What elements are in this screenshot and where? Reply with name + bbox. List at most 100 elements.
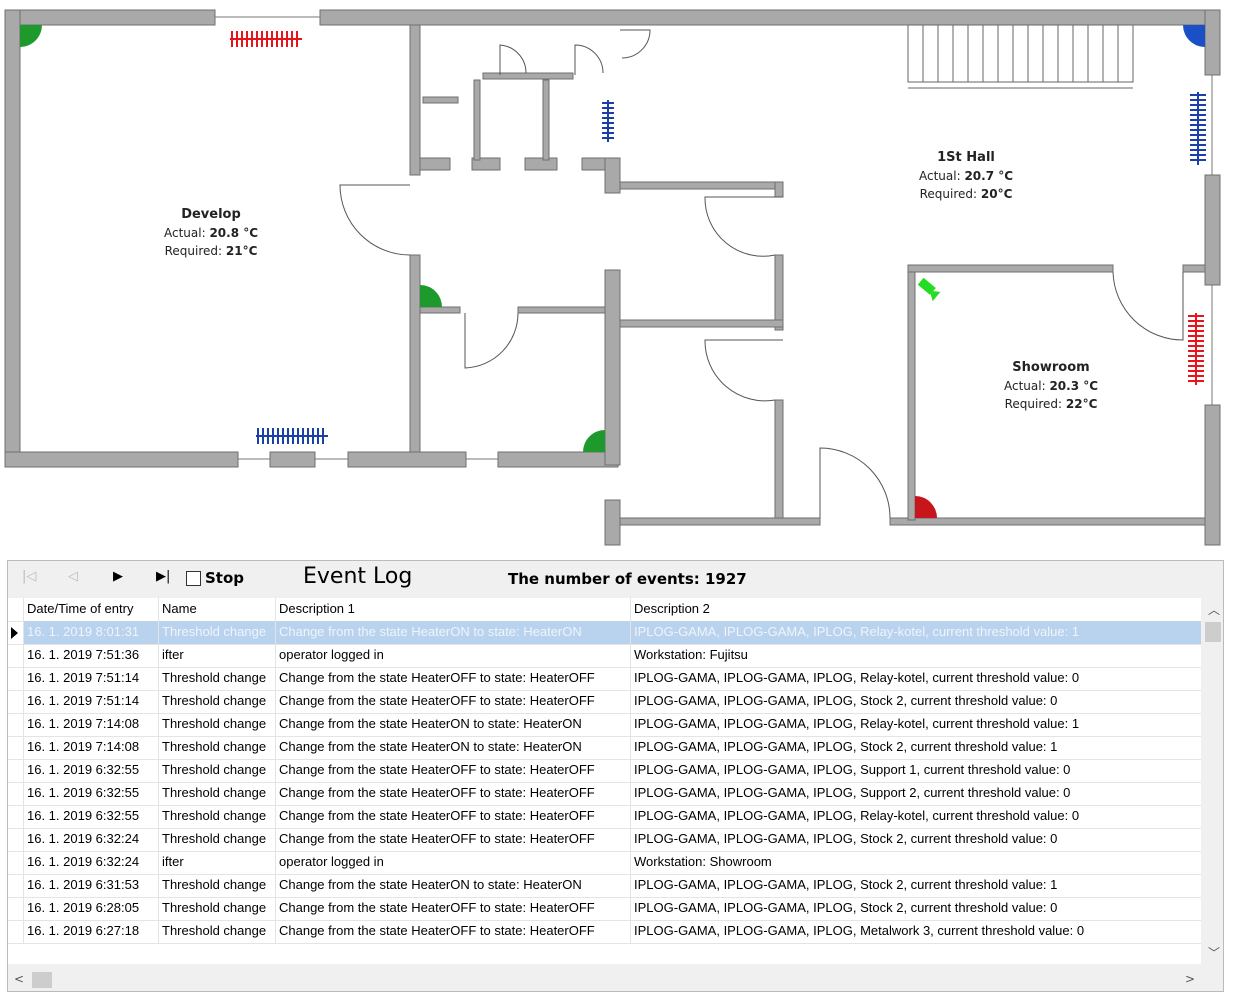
scroll-down-icon[interactable]: ﹀	[1208, 946, 1221, 960]
table-cell: IPLOG-GAMA, IPLOG-GAMA, IPLOG, Stock 2, …	[630, 690, 1201, 713]
table-cell: IPLOG-GAMA, IPLOG-GAMA, IPLOG, Support 2…	[630, 782, 1201, 805]
actual-label: Actual:	[1003, 379, 1046, 393]
camera-icon[interactable]	[916, 277, 941, 302]
scroll-right-icon[interactable]: >	[1184, 972, 1195, 986]
previous-icon[interactable]: ◁	[68, 569, 78, 584]
table-cell: IPLOG-GAMA, IPLOG-GAMA, IPLOG, Stock 2, …	[630, 736, 1201, 759]
heater-develop-bottom-icon[interactable]	[256, 428, 328, 444]
table-cell: Workstation: Fujitsu	[630, 644, 1201, 667]
table-cell: IPLOG-GAMA, IPLOG-GAMA, IPLOG, Relay-kot…	[630, 713, 1201, 736]
heater-develop-top-icon[interactable]	[230, 31, 302, 47]
table-cell: operator logged in	[275, 644, 631, 667]
table-cell: Change from the state HeaterOFF to state…	[275, 667, 631, 690]
floor-plan	[4, 9, 1221, 546]
table-cell: Change from the state HeaterOFF to state…	[275, 920, 631, 943]
table-cell: IPLOG-GAMA, IPLOG-GAMA, IPLOG, Metalwork…	[630, 920, 1201, 943]
table-cell: Threshold change	[158, 690, 276, 713]
required-temp: 20°C	[980, 187, 1013, 201]
room-label-showroom[interactable]: Showroom Actual: 20.3 °C Required: 22°C	[1004, 359, 1098, 413]
table-cell: Threshold change	[158, 897, 276, 920]
actual-temp: 20.3 °C	[1049, 379, 1099, 393]
column-header[interactable]: Description 2	[630, 598, 1201, 621]
table-cell: Change from the state HeaterON to state:…	[275, 874, 631, 897]
first-icon[interactable]: |◁	[22, 569, 37, 584]
event-count: The number of events: 1927	[508, 570, 747, 588]
table-cell: 16. 1. 2019 7:14:08	[23, 736, 159, 759]
table-cell: IPLOG-GAMA, IPLOG-GAMA, IPLOG, Support 1…	[630, 759, 1201, 782]
room-label-develop[interactable]: Develop Actual: 20.8 °C Required: 21°C	[164, 206, 258, 260]
table-cell: Threshold change	[158, 736, 276, 759]
table-cell: 16. 1. 2019 8:01:31	[23, 621, 159, 644]
scroll-left-icon[interactable]: <	[14, 972, 25, 986]
required-label: Required:	[919, 187, 978, 201]
table-cell: Change from the state HeaterOFF to state…	[275, 828, 631, 851]
table-cell: 16. 1. 2019 7:51:14	[23, 667, 159, 690]
table-cell: 16. 1. 2019 6:32:55	[23, 805, 159, 828]
walls	[4, 9, 1221, 546]
play-icon[interactable]: ▶	[113, 569, 123, 584]
table-cell: Threshold change	[158, 920, 276, 943]
actual-temp: 20.8 °C	[209, 226, 259, 240]
sensor-showroom-icon[interactable]	[915, 496, 937, 518]
sensor-corridor-icon[interactable]	[420, 285, 442, 307]
h-scroll-thumb[interactable]	[32, 972, 52, 988]
table-cell: 16. 1. 2019 6:27:18	[23, 920, 159, 943]
table-cell: Threshold change	[158, 805, 276, 828]
row-pointer-icon	[11, 627, 18, 639]
column-header[interactable]: Date/Time of entry	[23, 598, 159, 621]
table-cell: ifter	[158, 644, 276, 667]
required-label: Required:	[164, 244, 223, 258]
table-cell: 16. 1. 2019 7:51:14	[23, 690, 159, 713]
last-icon[interactable]: ▶|	[156, 569, 171, 584]
stop-checkbox[interactable]: Stop	[186, 569, 244, 587]
room-name: Develop	[181, 207, 241, 222]
room-name: 1St Hall	[937, 150, 995, 165]
table-cell: 16. 1. 2019 6:32:24	[23, 828, 159, 851]
table-cell: Workstation: Showroom	[630, 851, 1201, 874]
sensor-develop-icon[interactable]	[20, 25, 42, 47]
scroll-thumb[interactable]	[1205, 622, 1221, 642]
event-log-title: Event Log	[303, 564, 413, 589]
checkbox-icon[interactable]	[186, 570, 201, 586]
table-cell: Change from the state HeaterOFF to state…	[275, 782, 631, 805]
heater-showroom-icon[interactable]	[1188, 313, 1204, 385]
room-name: Showroom	[1012, 360, 1090, 375]
required-temp: 22°C	[1065, 397, 1098, 411]
column-header[interactable]: Description 1	[275, 598, 631, 621]
actual-temp: 20.7 °C	[964, 169, 1014, 183]
table-cell: Threshold change	[158, 667, 276, 690]
doors	[339, 29, 1184, 519]
table-cell: IPLOG-GAMA, IPLOG-GAMA, IPLOG, Relay-kot…	[630, 667, 1201, 690]
table-cell: Change from the state HeaterON to state:…	[275, 713, 631, 736]
table-cell: Threshold change	[158, 621, 276, 644]
heater-small-room-icon[interactable]	[602, 100, 614, 142]
room-label-1st-hall[interactable]: 1St Hall Actual: 20.7 °C Required: 20°C	[919, 149, 1013, 203]
heater-hall-icon[interactable]	[1190, 92, 1206, 165]
vertical-scrollbar[interactable]: ︿ ﹀	[1203, 598, 1223, 964]
scroll-up-icon[interactable]: ︿	[1208, 603, 1221, 617]
sensor-room-icon[interactable]	[583, 430, 605, 452]
required-temp: 21°C	[225, 244, 258, 258]
table-cell: Threshold change	[158, 828, 276, 851]
table-cell: 16. 1. 2019 7:14:08	[23, 713, 159, 736]
sensor-hall-icon[interactable]	[1183, 25, 1205, 47]
table-cell: IPLOG-GAMA, IPLOG-GAMA, IPLOG, Relay-kot…	[630, 621, 1201, 644]
horizontal-scrollbar[interactable]: < >	[8, 969, 1201, 991]
required-label: Required:	[1004, 397, 1063, 411]
column-header[interactable]: Name	[158, 598, 276, 621]
